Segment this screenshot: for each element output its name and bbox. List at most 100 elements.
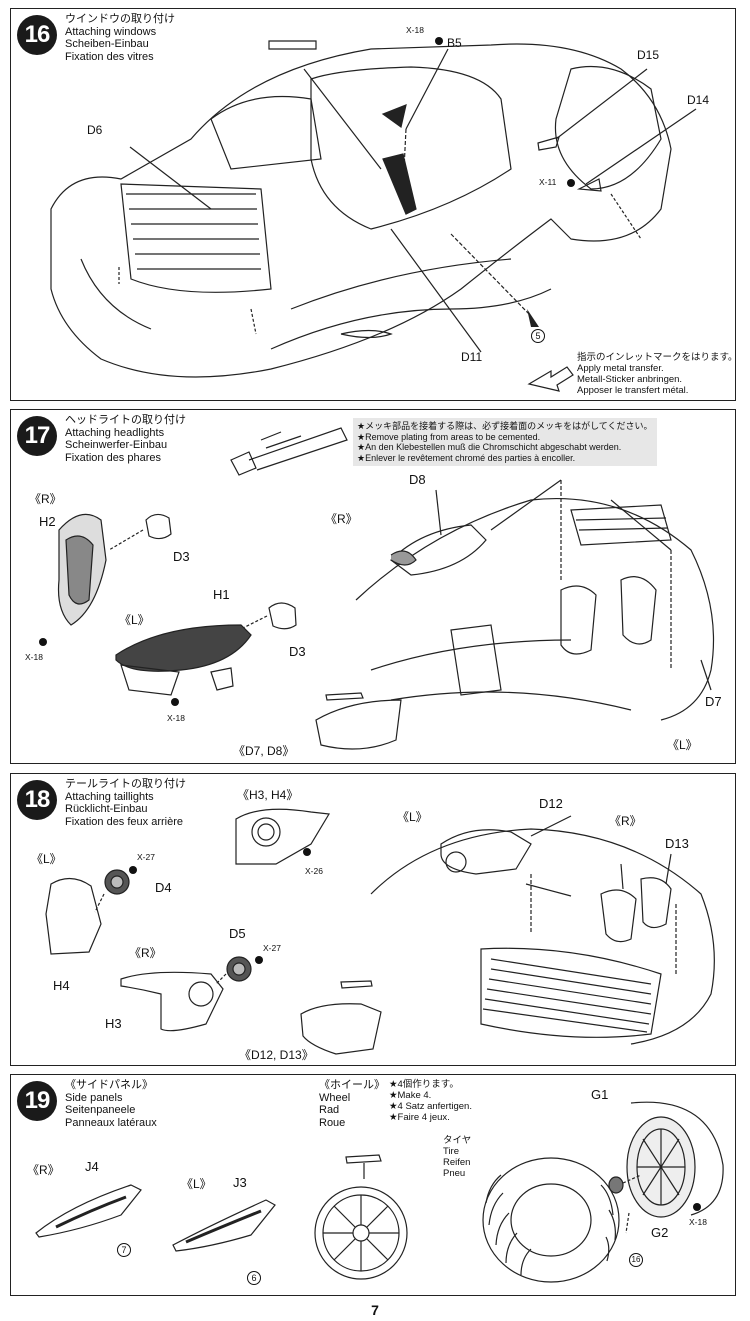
part-label-x18: X-18 bbox=[25, 652, 43, 662]
tire-fr: Pneu bbox=[443, 1168, 466, 1179]
title-en: Attaching windows bbox=[65, 25, 157, 38]
side-label-left: 《L》 bbox=[119, 613, 150, 627]
part-label-j4: J4 bbox=[85, 1159, 99, 1174]
part-label-x27: X-27 bbox=[137, 852, 155, 862]
step-17-panel: 17 ヘッドライトの取り付け Attaching headlights Sche… bbox=[10, 409, 736, 764]
part-label-h4: H4 bbox=[53, 978, 70, 993]
part-label-d7-d8: 《D7, D8》 bbox=[233, 744, 295, 758]
part-label-j3: J3 bbox=[233, 1175, 247, 1190]
side-label-right: 《R》 bbox=[129, 946, 162, 960]
title-jp: ウインドウの取り付け bbox=[65, 13, 175, 25]
title-en: Side panels bbox=[65, 1091, 123, 1104]
instr-fr: Apposer le transfert métal. bbox=[577, 385, 689, 396]
wheel-title: 《ホイール》 Wheel Rad Roue bbox=[319, 1079, 385, 1129]
title-jp: テールライトの取り付け bbox=[65, 778, 186, 790]
screw-icon bbox=[435, 37, 443, 45]
step-title: テールライトの取り付け Attaching taillights Rücklic… bbox=[65, 778, 186, 828]
screw-icon bbox=[171, 698, 179, 706]
side-label-right: 《R》 bbox=[29, 492, 62, 506]
part-label-d12-d13: 《D12, D13》 bbox=[239, 1048, 314, 1062]
instr-jp: 指示のインレットマークをはります。 bbox=[577, 352, 736, 363]
title-de: Rücklicht-Einbau bbox=[65, 803, 148, 815]
screw-icon bbox=[39, 638, 47, 646]
step-title: ヘッドライトの取り付け Attaching headlights Scheinw… bbox=[65, 414, 186, 464]
side-label-left: 《L》 bbox=[31, 852, 62, 866]
metal-transfer-instruction: 指示のインレットマークをはります。 Apply metal transfer. … bbox=[577, 352, 736, 396]
part-label-d14: D14 bbox=[687, 93, 710, 107]
part-label-h2: H2 bbox=[39, 514, 56, 529]
instr-de: Metall-Sticker anbringen. bbox=[577, 374, 683, 385]
part-label-d6: D6 bbox=[87, 123, 103, 137]
tire-en: Tire bbox=[443, 1146, 460, 1157]
car-body-windows-drawing bbox=[50, 40, 697, 392]
step-16-panel: 16 ウインドウの取り付け Attaching windows Scheiben… bbox=[10, 8, 736, 401]
screw-icon bbox=[693, 1203, 701, 1211]
wheel-jp: 《ホイール》 bbox=[319, 1079, 385, 1091]
part-label-d7: D7 bbox=[705, 694, 722, 709]
note-en: ★Remove plating from areas to be cemente… bbox=[357, 431, 541, 442]
title-fr: Panneaux latéraux bbox=[65, 1116, 157, 1129]
step-title: ウインドウの取り付け Attaching windows Scheiben-Ei… bbox=[65, 13, 175, 63]
part-label-d13: D13 bbox=[665, 836, 689, 851]
step-number: 17 bbox=[17, 416, 57, 456]
side-label-left: 《L》 bbox=[397, 810, 428, 824]
part-label-h3: H3 bbox=[105, 1016, 122, 1031]
make-en: ★Make 4. bbox=[389, 1090, 432, 1101]
tire-label: タイヤ Tire Reifen Pneu bbox=[443, 1135, 471, 1179]
wheel-en: Wheel bbox=[319, 1091, 351, 1104]
part-label-b5: B5 bbox=[447, 36, 462, 50]
side-label-right: 《R》 bbox=[325, 512, 358, 526]
part-label-d4: D4 bbox=[155, 880, 172, 895]
part-label-d3: D3 bbox=[173, 549, 190, 564]
part-label-d3: D3 bbox=[289, 644, 306, 659]
note-de: ★An den Klebestellen muß die Chromschich… bbox=[357, 442, 622, 452]
title-jp: ヘッドライトの取り付け bbox=[65, 414, 186, 426]
side-label-right: 《R》 bbox=[609, 814, 642, 828]
part-label-x18: X-18 bbox=[406, 25, 424, 35]
step-18-panel: 18 テールライトの取り付け Attaching taillights Rück… bbox=[10, 773, 736, 1066]
reference-number-16: 16 bbox=[629, 1253, 643, 1267]
title-de: Seitenpaneele bbox=[65, 1104, 136, 1116]
note-fr: ★Enlever le revêtement chromé des partie… bbox=[357, 452, 576, 463]
title-de: Scheiben-Einbau bbox=[65, 38, 149, 50]
tire-de: Reifen bbox=[443, 1157, 471, 1168]
page-number: 7 bbox=[371, 1302, 379, 1318]
title-en: Attaching headlights bbox=[65, 426, 165, 439]
title-fr: Fixation des vitres bbox=[65, 50, 154, 63]
step-number: 18 bbox=[17, 780, 57, 820]
part-label-d8: D8 bbox=[409, 472, 426, 487]
side-label-right: 《R》 bbox=[27, 1163, 60, 1177]
instr-en: Apply metal transfer. bbox=[577, 363, 664, 374]
side-panels-wheels-drawing bbox=[35, 1101, 724, 1283]
title-fr: Fixation des phares bbox=[65, 451, 161, 464]
part-label-d15: D15 bbox=[637, 48, 660, 62]
screw-icon bbox=[129, 866, 137, 874]
step-19-panel: 19 《サイドパネル》 Side panels Seitenpaneele Pa… bbox=[10, 1074, 736, 1296]
part-label-x11: X-11 bbox=[539, 177, 557, 187]
make-four-note: ★4個作ります。 ★Make 4. ★4 Satz anfertigen. ★F… bbox=[389, 1079, 472, 1123]
screw-icon bbox=[567, 179, 575, 187]
make-de: ★4 Satz anfertigen. bbox=[389, 1101, 472, 1112]
part-label-h3-h4: 《H3, H4》 bbox=[237, 788, 299, 802]
taillights-drawing bbox=[45, 808, 715, 1055]
title-en: Attaching taillights bbox=[65, 790, 154, 803]
part-label-x18: X-18 bbox=[167, 713, 185, 723]
part-label-d12: D12 bbox=[539, 796, 563, 811]
reference-number-5: 5 bbox=[531, 329, 545, 343]
note-jp: ★メッキ部品を接着する際は、必ず接着面のメッキをはがしてください。 bbox=[357, 421, 653, 431]
part-label-g2: G2 bbox=[651, 1225, 669, 1240]
part-label-x27: X-27 bbox=[263, 943, 281, 953]
reference-number-6: 6 bbox=[247, 1271, 261, 1285]
step-number: 16 bbox=[17, 15, 57, 55]
part-label-d5: D5 bbox=[229, 926, 246, 941]
wheel-de: Rad bbox=[319, 1104, 340, 1116]
part-label-x18: X-18 bbox=[689, 1217, 707, 1227]
make-fr: ★Faire 4 jeux. bbox=[389, 1112, 450, 1123]
reference-number-7: 7 bbox=[117, 1243, 131, 1257]
part-label-g1: G1 bbox=[591, 1087, 609, 1102]
side-label-left: 《L》 bbox=[181, 1177, 212, 1191]
make-jp: ★4個作ります。 bbox=[389, 1079, 459, 1090]
part-label-d11: D11 bbox=[461, 350, 483, 364]
tire-jp: タイヤ bbox=[443, 1135, 472, 1146]
part-label-h1: H1 bbox=[213, 587, 230, 602]
